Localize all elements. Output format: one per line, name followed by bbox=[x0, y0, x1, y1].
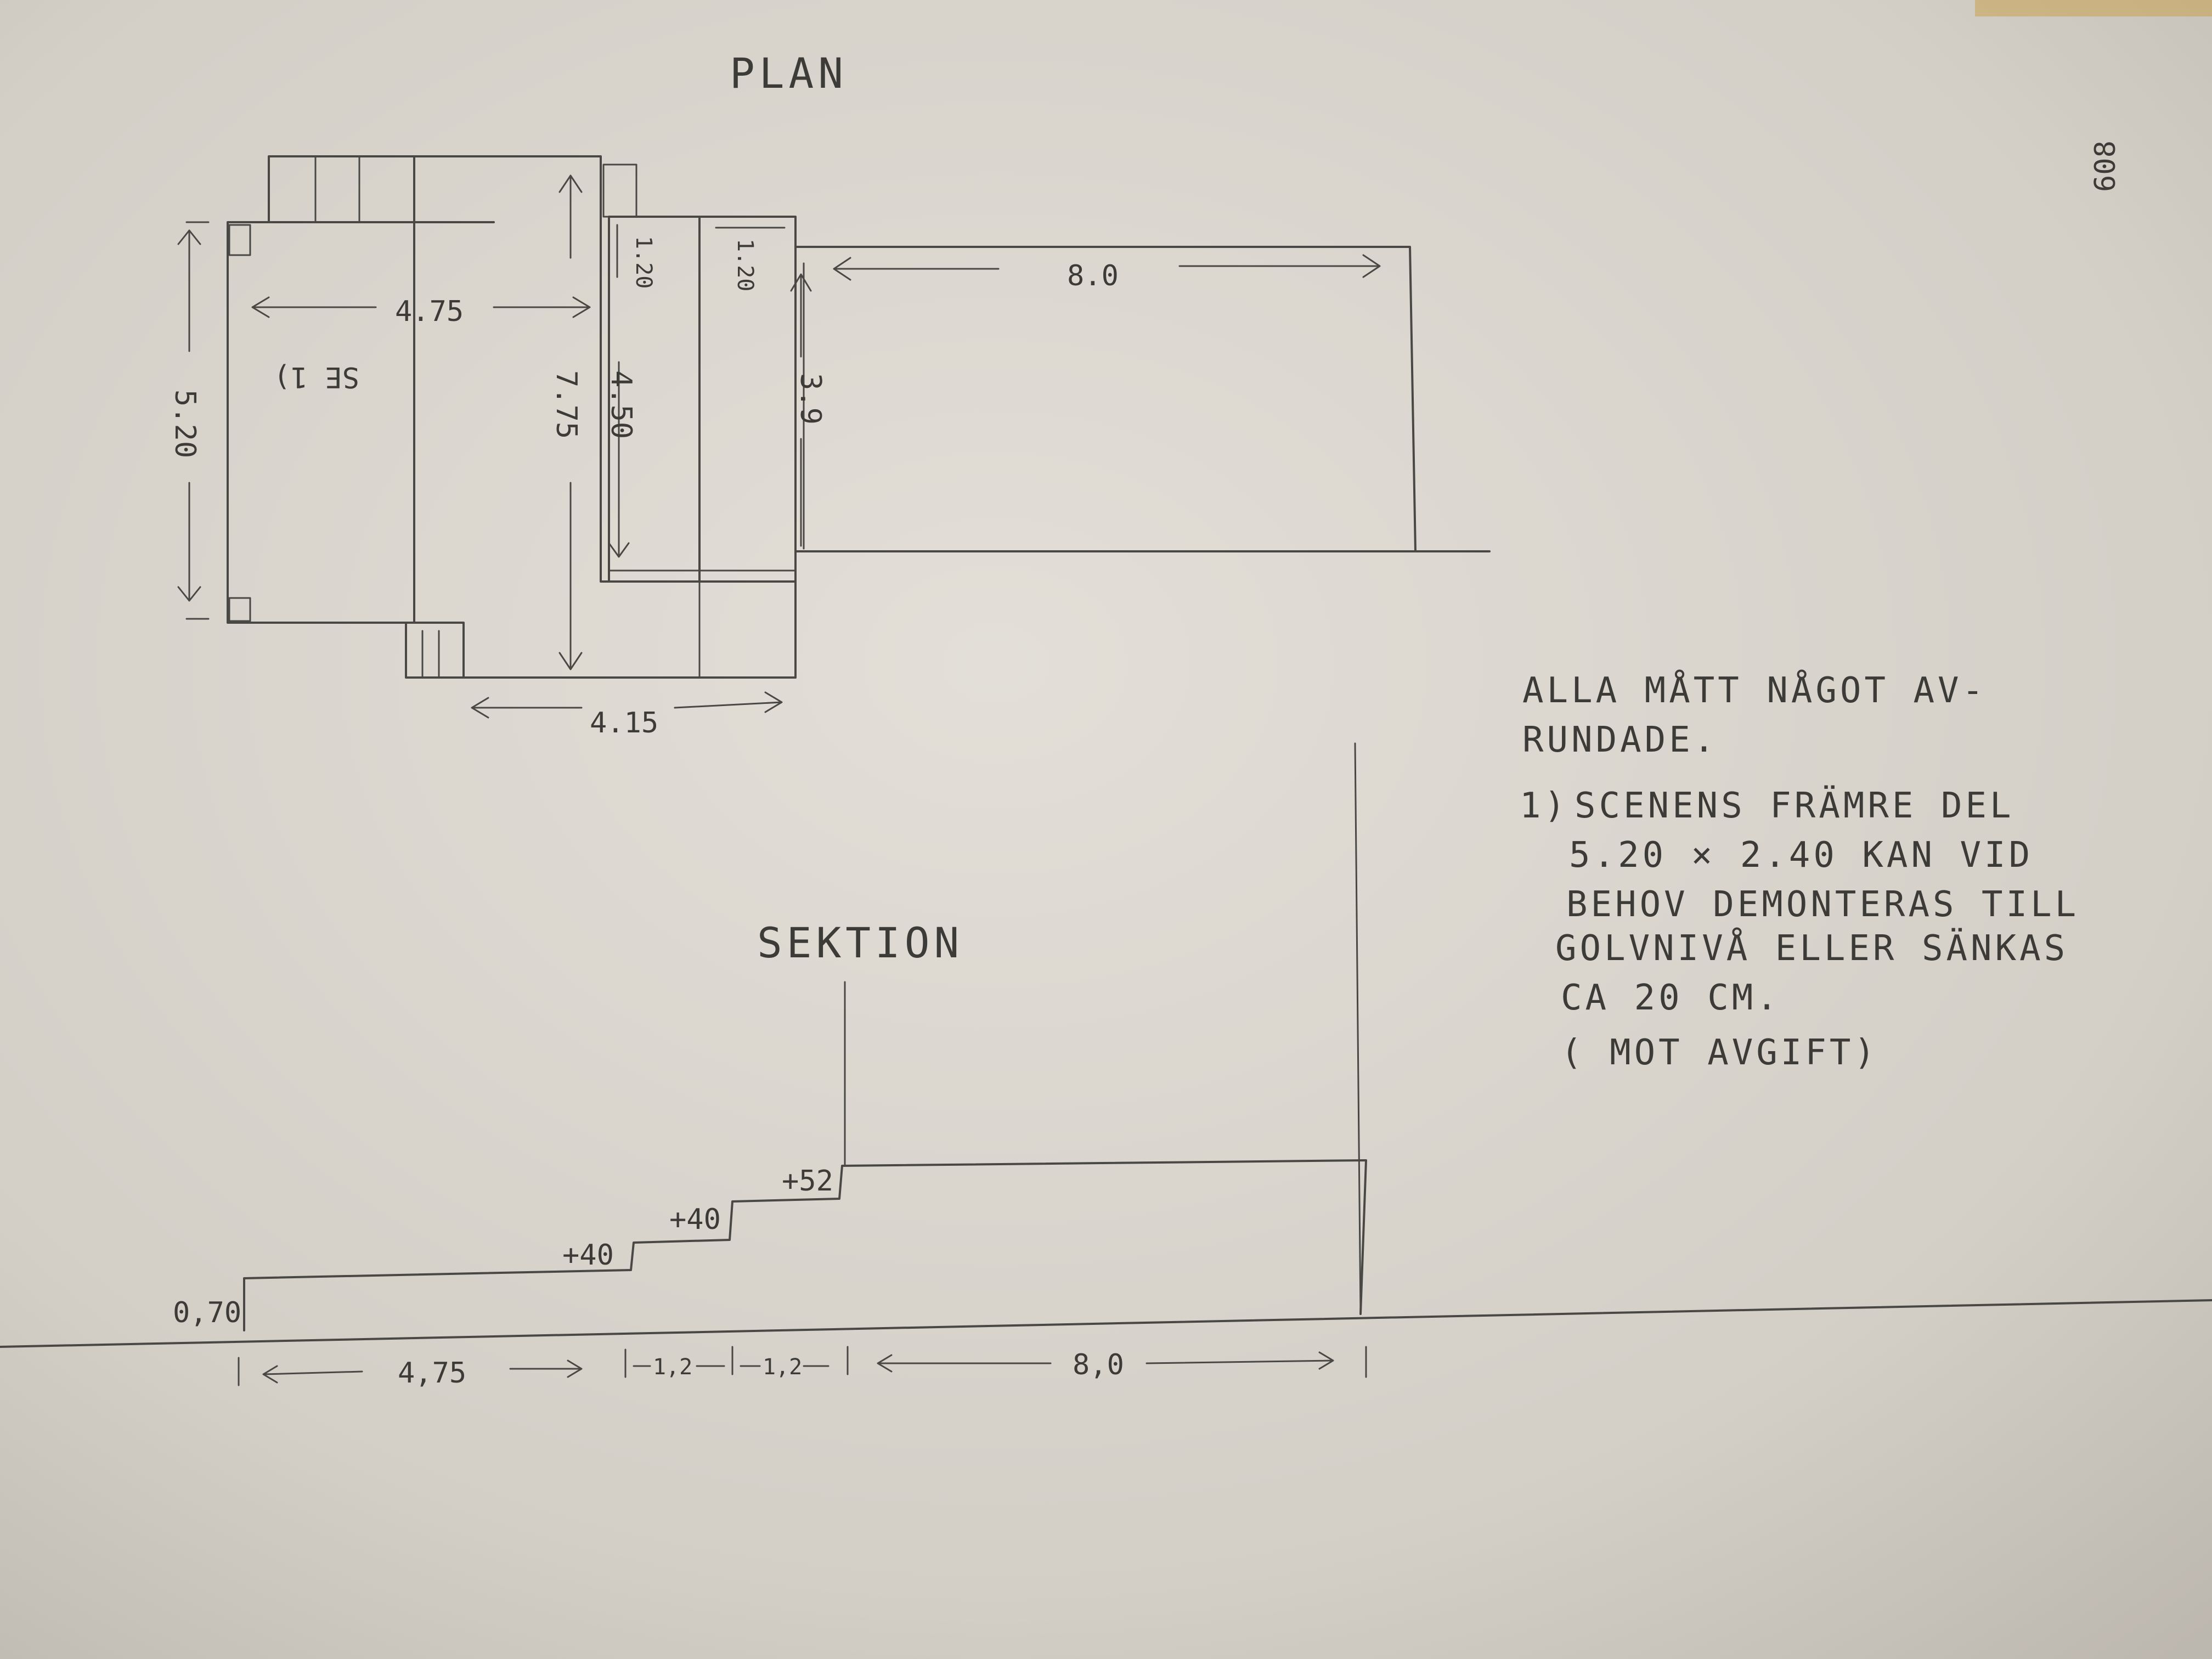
section-dim-1-2-a-label: 1,2 bbox=[653, 1355, 692, 1380]
dim-7-75-label: 7.75 bbox=[550, 370, 583, 439]
section-ground-line bbox=[0, 1299, 2212, 1348]
note-line-1: ALLA MÅTT NÅGOT AV- bbox=[1522, 669, 1987, 711]
plan-top-wall bbox=[413, 155, 602, 218]
dim-4-75-line bbox=[251, 296, 591, 318]
section-dim-ticks bbox=[238, 1346, 1367, 1386]
dim-1-20-b-label: 1.20 bbox=[732, 239, 758, 291]
dim-3-9-label: 3.9 bbox=[794, 373, 827, 425]
dim-4-75-label: 4.75 bbox=[395, 295, 464, 328]
level-step1: +40 bbox=[562, 1239, 614, 1272]
plan-post-top bbox=[228, 224, 251, 256]
footnote-line-1: SCENENS FRÄMRE DEL bbox=[1575, 785, 2015, 826]
level-stage: +52 bbox=[782, 1165, 833, 1198]
plan-drawing: PLAN 5.20 4.75 SE 1 bbox=[168, 49, 1491, 740]
footnote-line-5: CA 20 CM. bbox=[1561, 978, 1781, 1018]
footnote-marker: 1) bbox=[1520, 786, 1568, 826]
dim-7-75-line bbox=[558, 174, 583, 670]
note-line-2: RUNDADE. bbox=[1522, 720, 1718, 760]
dim-4-50-line bbox=[608, 361, 630, 558]
plan-area-label: SE 1) bbox=[273, 360, 359, 393]
plan-small-post bbox=[602, 163, 637, 218]
plan-top-stairs-treads bbox=[314, 155, 360, 223]
dim-8-0-line bbox=[833, 254, 1381, 281]
plan-title: PLAN bbox=[730, 49, 848, 98]
dim-4-50-label: 4.50 bbox=[605, 370, 637, 439]
section-dim-4-75-line bbox=[262, 1359, 583, 1384]
section-back-wall bbox=[1354, 742, 1362, 1315]
plan-bottom-stairs-treads bbox=[421, 630, 440, 679]
section-drawing: SEKTION 0,70 +40 +40 +52 4,75 1,2 1,2 8,… bbox=[0, 742, 2212, 1390]
section-dim-8-0-label: 8,0 bbox=[1073, 1348, 1124, 1381]
dim-8-0-label: 8.0 bbox=[1067, 259, 1119, 292]
footnote-line-3: BEHOV DEMONTERAS TILL bbox=[1566, 884, 2079, 925]
dim-5-20-label: 5.20 bbox=[168, 390, 201, 458]
dim-5-20-line bbox=[177, 221, 210, 620]
dim-4-15-line bbox=[471, 691, 783, 719]
section-profile bbox=[243, 1159, 1367, 1331]
notes-block: ALLA MÅTT NÅGOT AV- RUNDADE. 1) SCENENS … bbox=[1520, 669, 2079, 1073]
plan-narrow-strip-b bbox=[698, 216, 797, 583]
section-title: SEKTION bbox=[757, 918, 963, 967]
footnote-line-6: ( MOT AVGIFT) bbox=[1561, 1032, 1878, 1073]
level-step2: +40 bbox=[669, 1203, 721, 1236]
section-dim-8-0-line bbox=[877, 1351, 1334, 1373]
dim-4-15-label: 4.15 bbox=[590, 707, 658, 740]
corner-shadow bbox=[1975, 0, 2212, 16]
plan-bottom-stairs bbox=[405, 622, 465, 679]
footnote-line-4: GOLVNIVÅ ELLER SÄNKAS bbox=[1555, 927, 2068, 969]
section-dim-4-75-label: 4,75 bbox=[398, 1357, 466, 1390]
dim-3-9-line bbox=[790, 273, 812, 547]
section-dim-1-2-b-label: 1,2 bbox=[763, 1355, 802, 1380]
level-floor: 0,70 bbox=[173, 1296, 241, 1329]
dim-1-20-a-label: 1.20 bbox=[631, 236, 656, 289]
footnote-line-2: 5.20 × 2.40 KAN VID bbox=[1569, 835, 2033, 876]
page-number: 608 bbox=[2089, 140, 2122, 192]
plan-top-stairs bbox=[268, 155, 415, 223]
plan-post-bottom bbox=[228, 597, 251, 622]
